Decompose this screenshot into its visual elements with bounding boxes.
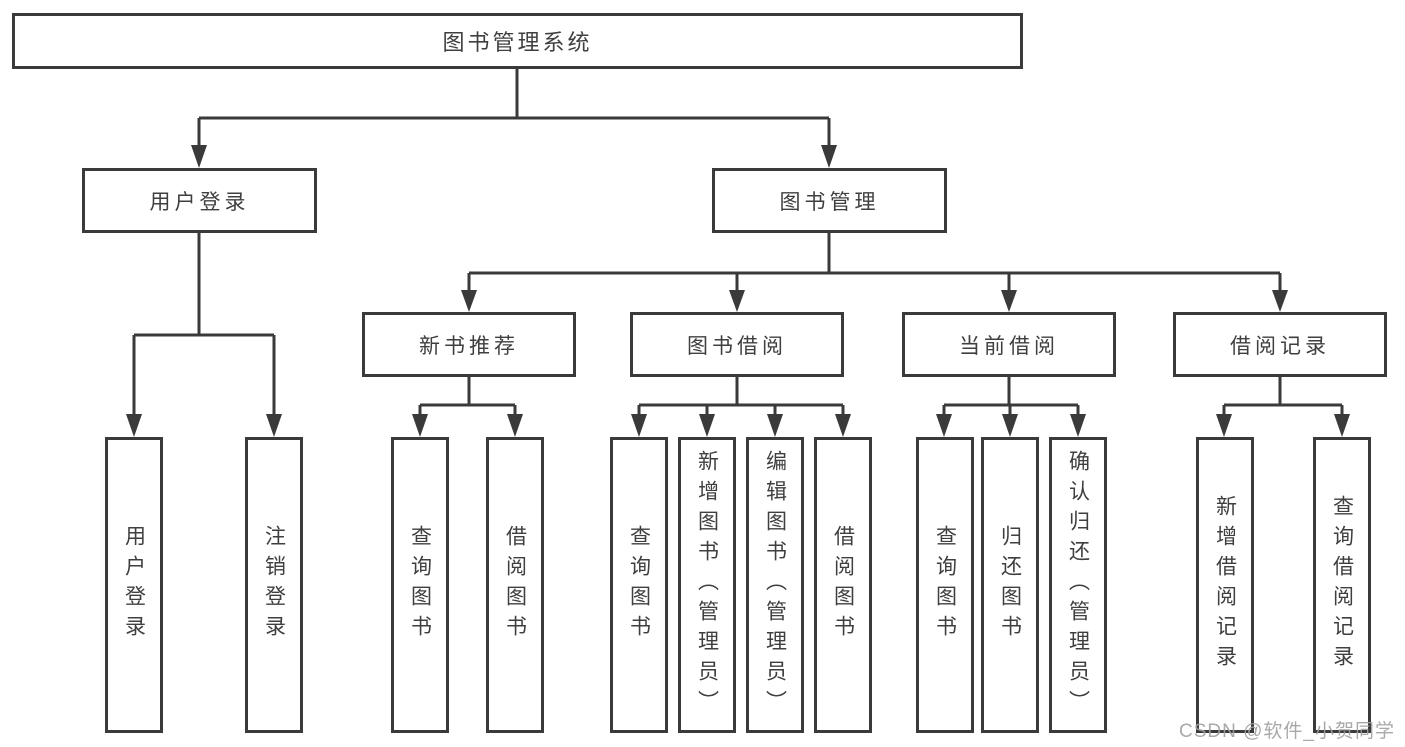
- leaf-nbr-query-books: 查询图书: [391, 437, 449, 733]
- connector-borrow-records-children: [1216, 377, 1350, 437]
- node-borrow-records: 借阅记录: [1173, 312, 1387, 377]
- leaf-bb-add-book-admin: 新增图书（管理员）: [678, 437, 736, 733]
- node-new-book-recommend: 新书推荐: [362, 312, 576, 377]
- connector-current-borrow-children: [936, 377, 1086, 437]
- connector-new-book-recommend-children: [412, 377, 523, 437]
- leaf-bb-edit-book-admin: 编辑图书（管理员）: [746, 437, 804, 733]
- connector-user-login-children: [126, 233, 282, 437]
- leaf-br-query-record: 查询借阅记录: [1313, 437, 1371, 733]
- node-book-borrow: 图书借阅: [630, 312, 844, 377]
- leaf-cb-return-books: 归还图书: [981, 437, 1039, 733]
- node-book-management: 图书管理: [712, 168, 947, 233]
- leaf-nbr-borrow-books: 借阅图书: [486, 437, 544, 733]
- connector-book-borrow-children: [631, 377, 851, 437]
- leaf-cb-confirm-return-admin: 确认归还（管理员）: [1049, 437, 1107, 733]
- leaf-user-login: 用户登录: [105, 437, 163, 733]
- leaf-logout: 注销登录: [245, 437, 303, 733]
- leaf-bb-borrow-books: 借阅图书: [814, 437, 872, 733]
- leaf-bb-query-books: 查询图书: [610, 437, 668, 733]
- connector-book-management-children: [461, 233, 1288, 312]
- node-current-borrow: 当前借阅: [902, 312, 1116, 377]
- leaf-br-add-record: 新增借阅记录: [1196, 437, 1254, 733]
- connector-root-to-level2: [191, 66, 837, 168]
- csdn-watermark: CSDN @软件_小贺同学: [1179, 721, 1395, 742]
- leaf-cb-query-books: 查询图书: [916, 437, 974, 733]
- node-root: 图书管理系统: [12, 13, 1023, 69]
- node-user-login: 用户登录: [82, 168, 317, 233]
